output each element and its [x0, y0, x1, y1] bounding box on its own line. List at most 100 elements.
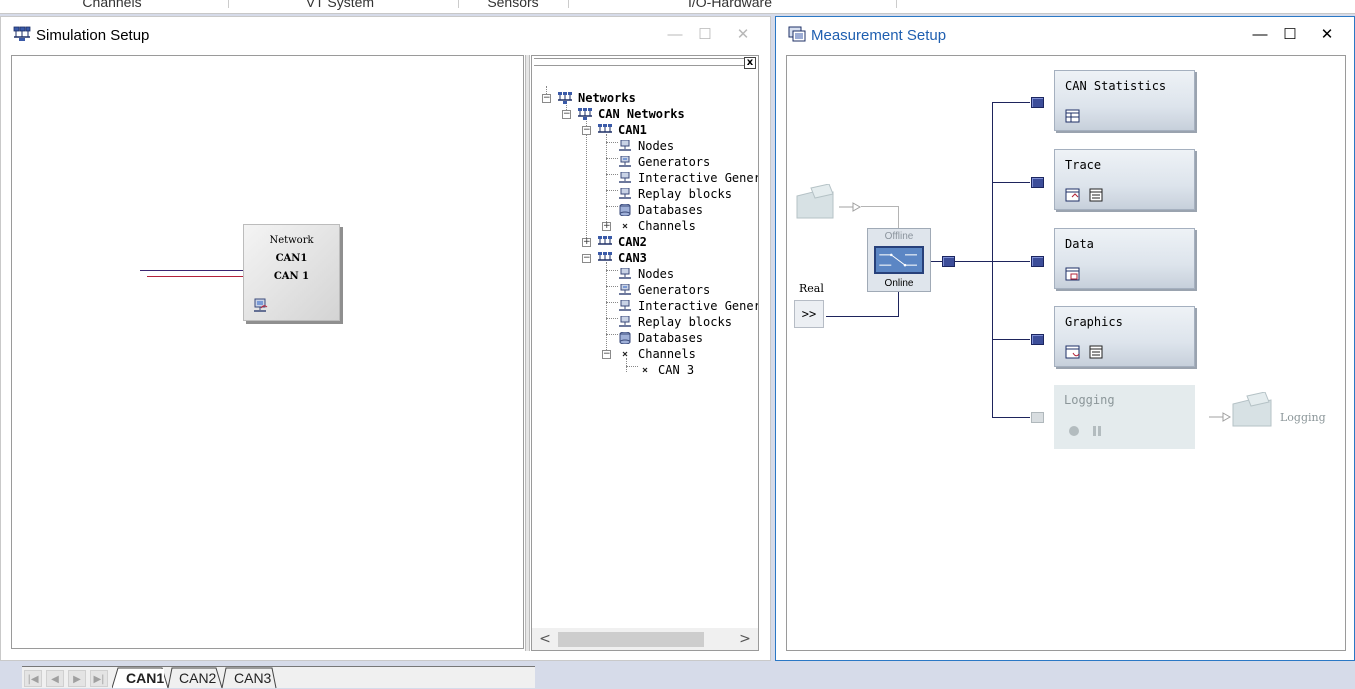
can-statistics-connector[interactable] — [1031, 97, 1044, 108]
measurement-title-bar[interactable]: Measurement Setup — ☐ ✕ — [776, 17, 1354, 53]
tree-line — [606, 134, 607, 230]
tree-item-generators[interactable]: Generators — [618, 282, 710, 298]
tree-line — [626, 358, 627, 372]
pause-icon[interactable] — [1089, 423, 1105, 439]
tree-item-label: CAN3 — [618, 251, 647, 265]
tree-item-nodes[interactable]: Nodes — [618, 266, 674, 282]
network-icon — [578, 108, 592, 120]
simulation-title-bar[interactable]: Simulation Setup — ☐ ✕ — [1, 17, 770, 53]
next-sheet-button[interactable]: ▶ — [68, 670, 86, 687]
tree-item-can1[interactable]: CAN1 — [598, 122, 647, 138]
sheet-tab-can2[interactable]: CAN2 — [179, 670, 217, 686]
last-sheet-button[interactable]: ▶| — [90, 670, 108, 687]
trace-block[interactable]: Trace — [1054, 149, 1195, 210]
tree-item-can3[interactable]: CAN3 — [598, 250, 647, 266]
channel-icon — [622, 351, 628, 357]
close-button[interactable]: ✕ — [1320, 26, 1334, 43]
tree-collapse-toggle[interactable]: − — [562, 109, 571, 119]
offline-online-switch[interactable]: Offline Online — [867, 228, 931, 292]
tree-horizontal-scrollbar[interactable]: < > — [532, 628, 758, 650]
trace-window-icon[interactable] — [1065, 187, 1081, 203]
graphics-window-icon[interactable] — [1065, 344, 1081, 360]
tree-item-label: CAN1 — [618, 123, 647, 137]
branch-line — [992, 182, 1030, 183]
tree-item-databases[interactable]: Databases — [618, 330, 703, 346]
tree-item-channels[interactable]: Channels — [618, 346, 696, 362]
branch-line — [992, 261, 1030, 262]
sheet-tab-can3[interactable]: CAN3 — [234, 670, 272, 686]
logging-output-arrow-icon — [1209, 412, 1231, 422]
measurement-canvas[interactable]: Offline Online Real >> — [786, 55, 1346, 651]
data-window-icon[interactable] — [1065, 266, 1081, 282]
minimize-button[interactable]: — — [1252, 26, 1268, 43]
tree-expand-toggle[interactable]: + — [602, 221, 611, 231]
can-bus-line[interactable] — [140, 270, 243, 271]
real-source-button[interactable]: >> — [794, 300, 824, 328]
scroll-left-button[interactable]: < — [539, 631, 551, 647]
tree-collapse-toggle[interactable]: − — [602, 349, 611, 359]
output-connector[interactable] — [942, 256, 955, 267]
data-connector[interactable] — [1031, 256, 1044, 267]
tree-item-can2[interactable]: CAN2 — [598, 234, 647, 250]
tree-item-label: CAN2 — [618, 235, 647, 249]
can-statistics-block[interactable]: CAN Statistics — [1054, 70, 1195, 131]
graphics-block[interactable]: Graphics — [1054, 306, 1195, 367]
tree-item-can-networks[interactable]: CAN Networks — [578, 106, 685, 122]
branch-line — [992, 417, 1030, 418]
tree-collapse-toggle[interactable]: − — [582, 253, 591, 263]
scroll-right-button[interactable]: > — [739, 631, 751, 647]
measurement-setup-icon — [788, 26, 806, 42]
tab-sensors[interactable]: Sensors — [487, 0, 539, 10]
maximize-button[interactable]: ☐ — [1283, 26, 1297, 43]
measurement-setup-window: Measurement Setup — ☐ ✕ Offline — [775, 16, 1355, 661]
offline-source-folder-icon[interactable] — [795, 184, 837, 222]
tree-collapse-toggle[interactable]: − — [542, 93, 551, 103]
notepad-icon[interactable] — [1088, 187, 1104, 203]
logging-connector[interactable] — [1031, 412, 1044, 423]
tree-item-label: CAN 3 — [658, 363, 695, 377]
prev-sheet-button[interactable]: ◀ — [46, 670, 64, 687]
scroll-thumb[interactable] — [558, 632, 704, 647]
tree-close-button[interactable]: x — [744, 57, 756, 69]
tree-item-replay-blocks[interactable]: Replay blocks — [618, 186, 732, 202]
pane-splitter[interactable] — [525, 55, 530, 651]
sheet-tab-can1[interactable]: CAN1 — [120, 669, 165, 688]
tree-collapse-toggle[interactable]: − — [582, 125, 591, 135]
tree-item-replay-blocks[interactable]: Replay blocks — [618, 314, 732, 330]
record-icon[interactable] — [1066, 423, 1082, 439]
data-block[interactable]: Data — [1054, 228, 1195, 289]
tree-item-interactive-generators[interactable]: Interactive Gener — [618, 298, 758, 314]
tree-expand-toggle[interactable]: + — [582, 237, 591, 247]
simulation-canvas[interactable]: Network CAN1 CAN 1 |◀ ◀ ▶ ▶| CAN1 CAN2 — [11, 55, 535, 689]
tree-item-can-3-channel[interactable]: CAN 3 — [638, 362, 694, 378]
tree-item-networks[interactable]: Networks — [558, 90, 636, 106]
tree-item-generators[interactable]: Generators — [618, 154, 710, 170]
logging-folder-icon[interactable] — [1231, 392, 1273, 430]
can-bus-line[interactable] — [147, 276, 243, 277]
mode-switch-icon[interactable] — [874, 246, 924, 274]
tree-item-nodes[interactable]: Nodes — [618, 138, 674, 154]
tree-item-databases[interactable]: Databases — [618, 202, 703, 218]
statistics-window-icon[interactable] — [1065, 108, 1081, 124]
notepad-icon[interactable] — [1088, 344, 1104, 360]
measurement-title: Measurement Setup — [811, 27, 947, 44]
replay-block-icon — [619, 188, 631, 199]
tab-channels[interactable]: Channels — [82, 0, 142, 10]
network-block[interactable]: Network CAN1 CAN 1 — [243, 224, 340, 321]
tab-io-hardware[interactable]: I/O-Hardware — [687, 0, 773, 10]
maximize-button[interactable]: ☐ — [698, 26, 712, 43]
tab-vt-system[interactable]: VT System — [305, 0, 375, 10]
tree-line — [586, 118, 587, 246]
tree-item-interactive-generators[interactable]: Interactive Gener — [618, 170, 758, 186]
trace-connector[interactable] — [1031, 177, 1044, 188]
tree-line — [606, 190, 618, 191]
graphics-connector[interactable] — [1031, 334, 1044, 345]
first-sheet-button[interactable]: |◀ — [24, 670, 42, 687]
tree-item-label: Nodes — [638, 139, 675, 153]
close-button[interactable]: ✕ — [736, 26, 750, 43]
minimize-button[interactable]: — — [667, 26, 683, 43]
block-label: Logging — [1064, 393, 1115, 407]
block-label: Graphics — [1065, 315, 1123, 329]
tree-item-channels[interactable]: Channels — [618, 218, 696, 234]
logging-block[interactable]: Logging — [1054, 385, 1195, 449]
